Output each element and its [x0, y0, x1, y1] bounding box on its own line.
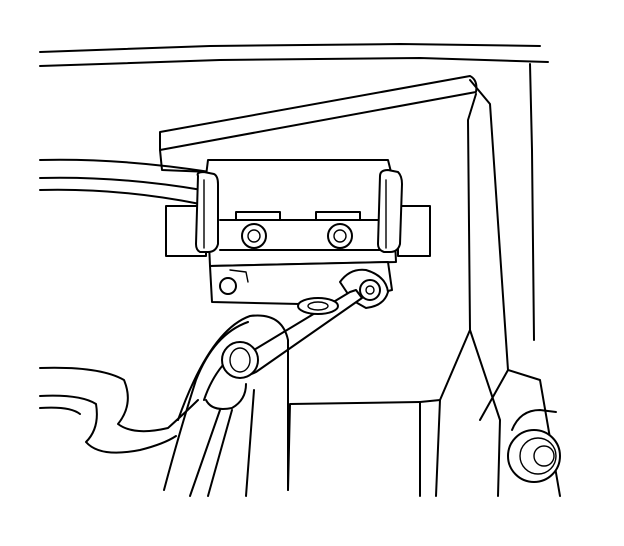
right-mounting-screw [327, 223, 353, 249]
actuator-module [165, 159, 431, 267]
actuator-arm [339, 268, 389, 309]
wire-harness [39, 158, 211, 205]
arm-pivot [359, 279, 381, 301]
base-left-pivot [219, 277, 237, 295]
right-connector-tab [315, 211, 361, 221]
rod-grommet [297, 297, 339, 315]
right-retaining-clip [377, 169, 403, 253]
interior-trim-piece [39, 366, 199, 454]
left-connector-tab [235, 211, 281, 221]
left-retaining-clip [195, 171, 219, 253]
upper-trim-panel [39, 43, 549, 341]
door-lever [163, 314, 289, 497]
left-mounting-screw [241, 223, 267, 249]
lever-pivot-bolt [221, 341, 259, 379]
lower-right-mechanism [419, 329, 561, 497]
